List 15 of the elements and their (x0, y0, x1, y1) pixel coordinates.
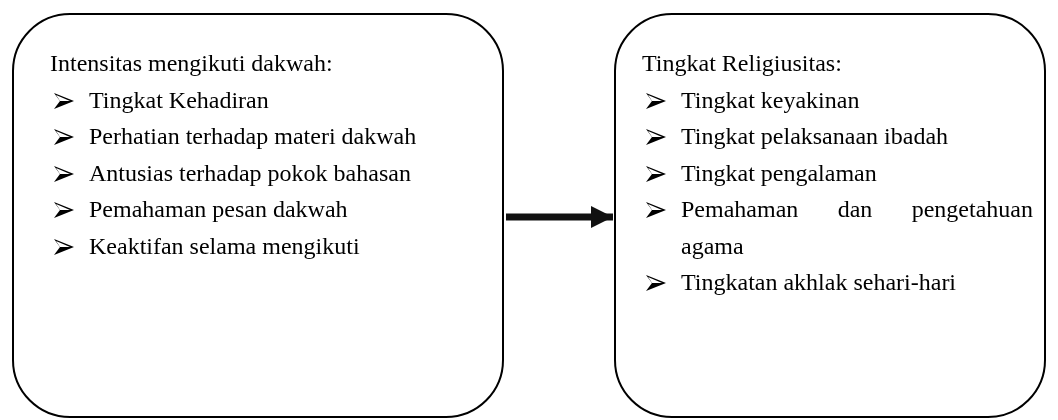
list-item: Antusias terhadap pokok bahasan (89, 158, 412, 188)
list-item: Tingkatan akhlak sehari-hari (681, 268, 958, 297)
list-item: Pemahaman dan pengetahuan agama (681, 195, 1033, 261)
list-item: Keaktifan selama mengikuti (89, 231, 361, 261)
list-item: Tingkat pelaksanaan ibadah (681, 122, 950, 151)
list-item: Perhatian terhadap materi dakwah (89, 122, 418, 151)
rounded-box (614, 13, 1046, 418)
heading: Intensitas mengikuti dakwah: (50, 49, 333, 78)
arrow (506, 205, 613, 229)
list-item: Tingkat pengalaman (681, 158, 878, 188)
list-item: Tingkat Kehadiran (89, 85, 270, 115)
list-item: Tingkat keyakinan (681, 85, 861, 115)
list-item: Pemahaman pesan dakwah (89, 195, 349, 224)
heading: Tingkat Religiusitas: (642, 49, 842, 78)
rounded-box (12, 13, 504, 418)
